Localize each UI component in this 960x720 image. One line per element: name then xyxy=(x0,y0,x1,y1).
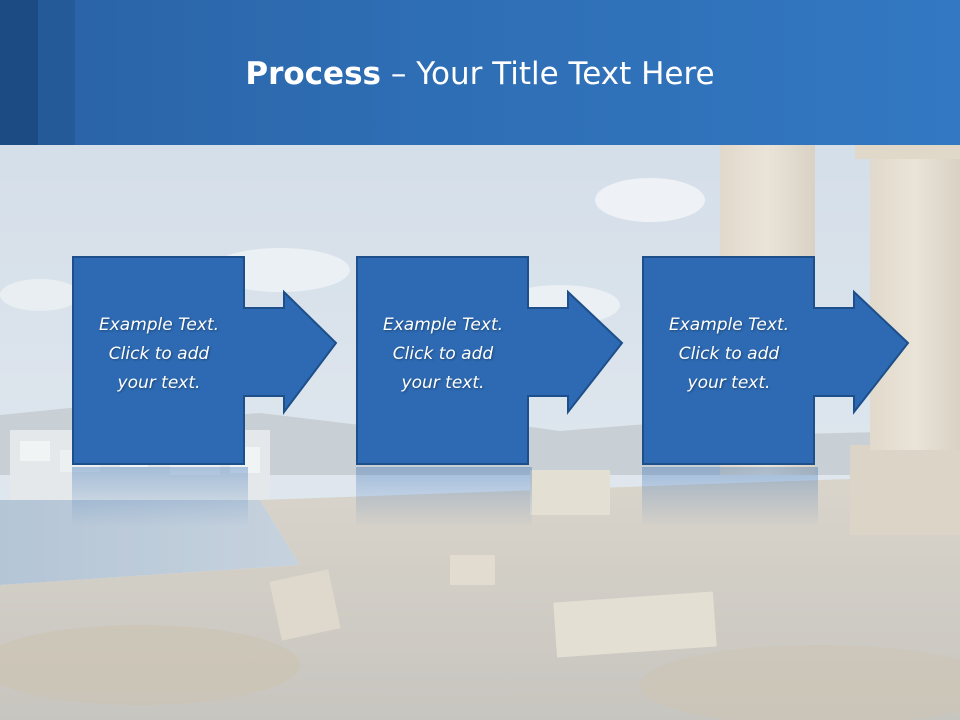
step-3-line-2: Click to add xyxy=(678,344,780,364)
step-2-line-3: your text. xyxy=(401,373,485,393)
process-step-3[interactable]: Example Text. Click to add your text. xyxy=(642,256,910,466)
step-1-line-2: Click to add xyxy=(108,344,210,364)
step-3-line-1: Example Text. xyxy=(668,315,790,335)
step-2-line-2: Click to add xyxy=(392,344,494,364)
title-rest: – Your Title Text Here xyxy=(381,56,715,92)
step-2-reflection xyxy=(356,467,532,527)
step-2-text: Example Text. Click to add your text. xyxy=(356,311,530,398)
step-3-text: Example Text. Click to add your text. xyxy=(642,311,816,398)
process-step-2[interactable]: Example Text. Click to add your text. xyxy=(356,256,624,466)
step-1-reflection xyxy=(72,467,248,527)
step-3-line-3: your text. xyxy=(687,373,771,393)
step-3-reflection xyxy=(642,467,818,527)
process-step-1[interactable]: Example Text. Click to add your text. xyxy=(72,256,338,466)
header-accent-mid xyxy=(38,0,75,145)
step-arrow-shape xyxy=(72,256,338,465)
step-arrow-shape xyxy=(356,256,624,465)
step-1-text: Example Text. Click to add your text. xyxy=(72,311,246,398)
step-arrow-shape xyxy=(642,256,910,465)
step-1-line-3: your text. xyxy=(117,373,201,393)
step-1-line-1: Example Text. xyxy=(98,315,220,335)
title-bar: Process – Your Title Text Here xyxy=(0,0,960,145)
slide-title[interactable]: Process – Your Title Text Here xyxy=(75,54,885,94)
title-bold: Process xyxy=(245,56,381,92)
step-2-line-1: Example Text. xyxy=(382,315,504,335)
header-accent-dark xyxy=(0,0,38,145)
